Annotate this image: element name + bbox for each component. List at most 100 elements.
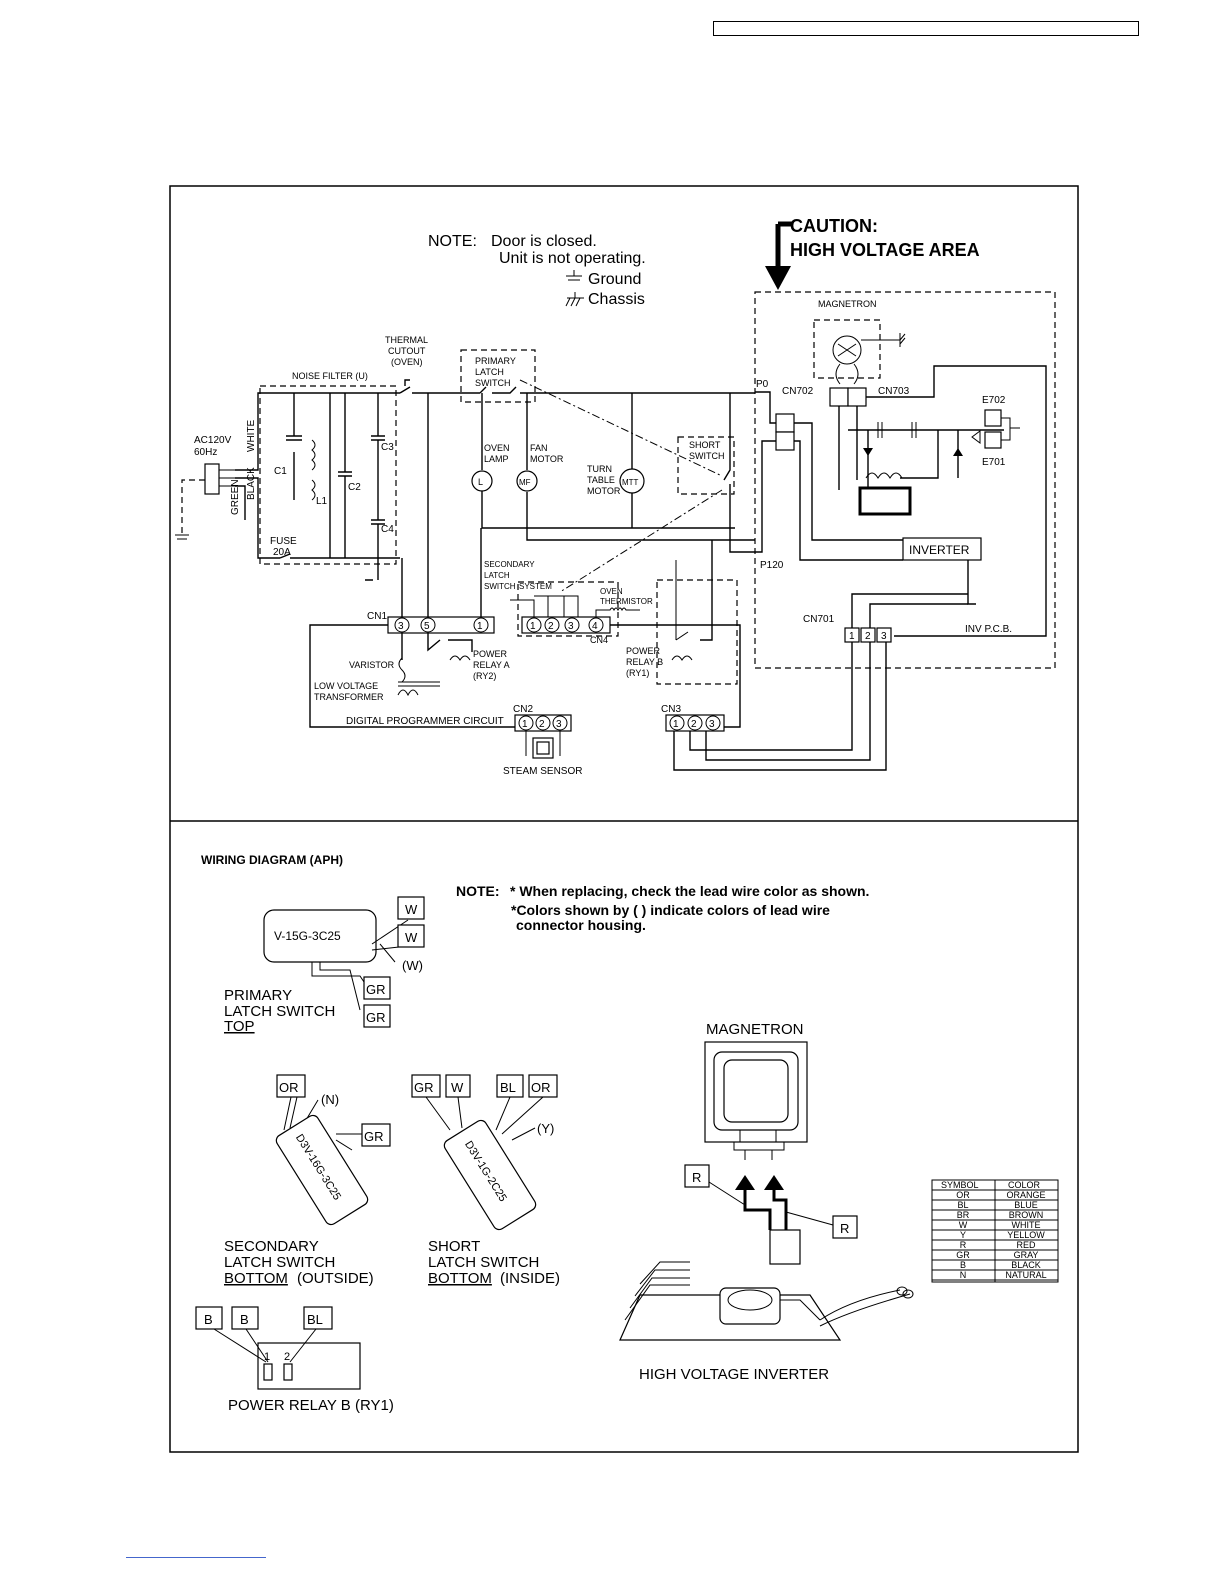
svg-text:1: 1 bbox=[673, 719, 679, 730]
page-frame bbox=[169, 185, 1079, 1453]
legend-ground: Ground bbox=[588, 271, 641, 288]
svg-text:4: 4 bbox=[592, 621, 598, 632]
e702-part bbox=[984, 409, 1002, 427]
fan-motor-symbol: MF bbox=[519, 478, 531, 487]
caution-arrow-icon bbox=[765, 221, 792, 290]
cn1-pins: 3 5 1 bbox=[394, 617, 489, 633]
short-switch-l2: SWITCH bbox=[689, 451, 725, 461]
relay-b-l3: (RY1) bbox=[626, 668, 649, 678]
p0-label: P0 bbox=[756, 379, 769, 390]
primary-latch-l2: LATCH bbox=[475, 367, 504, 377]
footer-link-line bbox=[126, 1557, 266, 1558]
cn2-pins: 1 2 3 bbox=[518, 715, 568, 731]
cn702-top bbox=[775, 413, 795, 433]
primary-latch-l3: SWITCH bbox=[475, 378, 511, 388]
svg-text:2: 2 bbox=[284, 1351, 290, 1363]
color-table-symbol: B bbox=[960, 1260, 966, 1270]
color-table-symbol: Y bbox=[960, 1230, 966, 1240]
svg-text:1: 1 bbox=[522, 719, 528, 730]
thermal-cutout-l1: THERMAL bbox=[385, 335, 428, 345]
high-voltage-area bbox=[754, 291, 1056, 669]
magnetron-label: MAGNETRON bbox=[818, 299, 877, 309]
cn2-connector bbox=[514, 714, 572, 732]
fuse-label-l2: 20A bbox=[273, 547, 291, 558]
magnetron-wiring: MAGNETRON R R bbox=[684, 1021, 858, 1265]
magnetron-box bbox=[813, 319, 881, 379]
relay-a-l2: RELAY A bbox=[473, 660, 510, 670]
header-box bbox=[713, 21, 1139, 36]
ground-legend-icon bbox=[566, 270, 582, 281]
color-table-symbol: GR bbox=[956, 1250, 970, 1260]
short-switch-box bbox=[677, 436, 735, 495]
caution-subtitle: HIGH VOLTAGE AREA bbox=[790, 240, 980, 260]
secondary-latch-l1: SECONDARY bbox=[484, 560, 535, 569]
color-table-color: WHITE bbox=[1012, 1220, 1041, 1230]
schematic-note-line1: Door is closed. bbox=[491, 233, 597, 250]
e701-part bbox=[984, 431, 1002, 449]
wiring-note-label: NOTE: bbox=[456, 883, 500, 899]
color-table-color: RED bbox=[1016, 1240, 1036, 1250]
varistor-label: VARISTOR bbox=[349, 660, 395, 670]
color-table-color: NATURAL bbox=[1005, 1270, 1046, 1280]
schematic-note-line2: Unit is not operating. bbox=[499, 250, 646, 267]
oven-lamp-icon bbox=[471, 470, 493, 492]
short-title-l2: LATCH SWITCH bbox=[428, 1254, 539, 1271]
fan-motor-l1: FAN bbox=[530, 443, 548, 453]
wiring-note-line1: * When replacing, check the lead wire co… bbox=[510, 883, 869, 899]
wiring-note-line2: *Colors shown by ( ) indicate colors of … bbox=[511, 902, 830, 918]
cn702-label: CN702 bbox=[782, 386, 814, 397]
c4-label: C4 bbox=[381, 524, 394, 535]
hv-transformer bbox=[858, 486, 912, 516]
caution-title: CAUTION: bbox=[790, 216, 878, 236]
cn3-pins: 1 2 3 bbox=[669, 715, 721, 731]
relay-a-l1: POWER bbox=[473, 649, 508, 659]
schematic-note-label: NOTE: bbox=[428, 233, 477, 250]
lvt-l1: LOW VOLTAGE bbox=[314, 681, 378, 691]
svg-text:B: B bbox=[240, 1312, 249, 1327]
digital-programmer-label: DIGITAL PROGRAMMER CIRCUIT bbox=[346, 716, 504, 727]
wiring-note-line3: connector housing. bbox=[516, 917, 646, 933]
primary-part-number: V-15G-3C25 bbox=[274, 929, 341, 943]
schematic-diagram: NOTE: Door is closed. Unit is not operat… bbox=[175, 216, 1056, 777]
svg-text:GR: GR bbox=[414, 1080, 434, 1095]
svg-text:R: R bbox=[840, 1221, 849, 1236]
chassis-legend-icon bbox=[565, 292, 584, 307]
relay-b-l2: RELAY B bbox=[626, 657, 663, 667]
secondary-title-l2: LATCH SWITCH bbox=[224, 1254, 335, 1271]
secondary-title-l1: SECONDARY bbox=[224, 1238, 319, 1255]
cn702-bottom bbox=[775, 431, 795, 451]
system-box bbox=[517, 581, 619, 637]
thermistor-l2: THERMISTOR bbox=[600, 597, 653, 606]
steam-sensor-icon bbox=[525, 731, 561, 759]
svg-text:1: 1 bbox=[530, 621, 536, 632]
primary-title-l1: PRIMARY bbox=[224, 987, 292, 1004]
thermal-cutout-l3: (OVEN) bbox=[391, 357, 423, 367]
cn1-label: CN1 bbox=[367, 611, 387, 622]
svg-text:1: 1 bbox=[477, 621, 483, 632]
svg-text:OR: OR bbox=[531, 1080, 551, 1095]
power-relay-b: B B BL 1 2 POWER RELAY B (RY1) bbox=[195, 1306, 394, 1414]
secondary-latch-l2: LATCH bbox=[484, 571, 510, 580]
fan-motor-icon bbox=[516, 470, 538, 492]
ac-source-l2: 60Hz bbox=[194, 447, 217, 458]
primary-latch-box bbox=[460, 349, 536, 403]
primary-title-l2: LATCH SWITCH bbox=[224, 1003, 335, 1020]
secondary-title-l3: BOTTOM bbox=[224, 1270, 288, 1287]
e702-label: E702 bbox=[982, 395, 1006, 406]
color-table-color: BLACK bbox=[1011, 1260, 1041, 1270]
color-table-symbol: N bbox=[960, 1270, 967, 1280]
ac-plug-icon bbox=[175, 463, 235, 540]
cn3-connector bbox=[665, 714, 725, 732]
svg-text:3: 3 bbox=[568, 621, 574, 632]
primary-title-l3: TOP bbox=[224, 1018, 255, 1035]
cn703-right bbox=[847, 387, 867, 407]
svg-text:5: 5 bbox=[424, 621, 430, 632]
color-table-color: YELLOW bbox=[1007, 1230, 1045, 1240]
noise-filter-label: NOISE FILTER (U) bbox=[292, 371, 368, 381]
short-title-l3: BOTTOM bbox=[428, 1270, 492, 1287]
cn4-pins: 1 2 3 4 bbox=[526, 617, 604, 633]
color-table-color: GRAY bbox=[1014, 1250, 1039, 1260]
thermistor-l1: OVEN bbox=[600, 587, 623, 596]
